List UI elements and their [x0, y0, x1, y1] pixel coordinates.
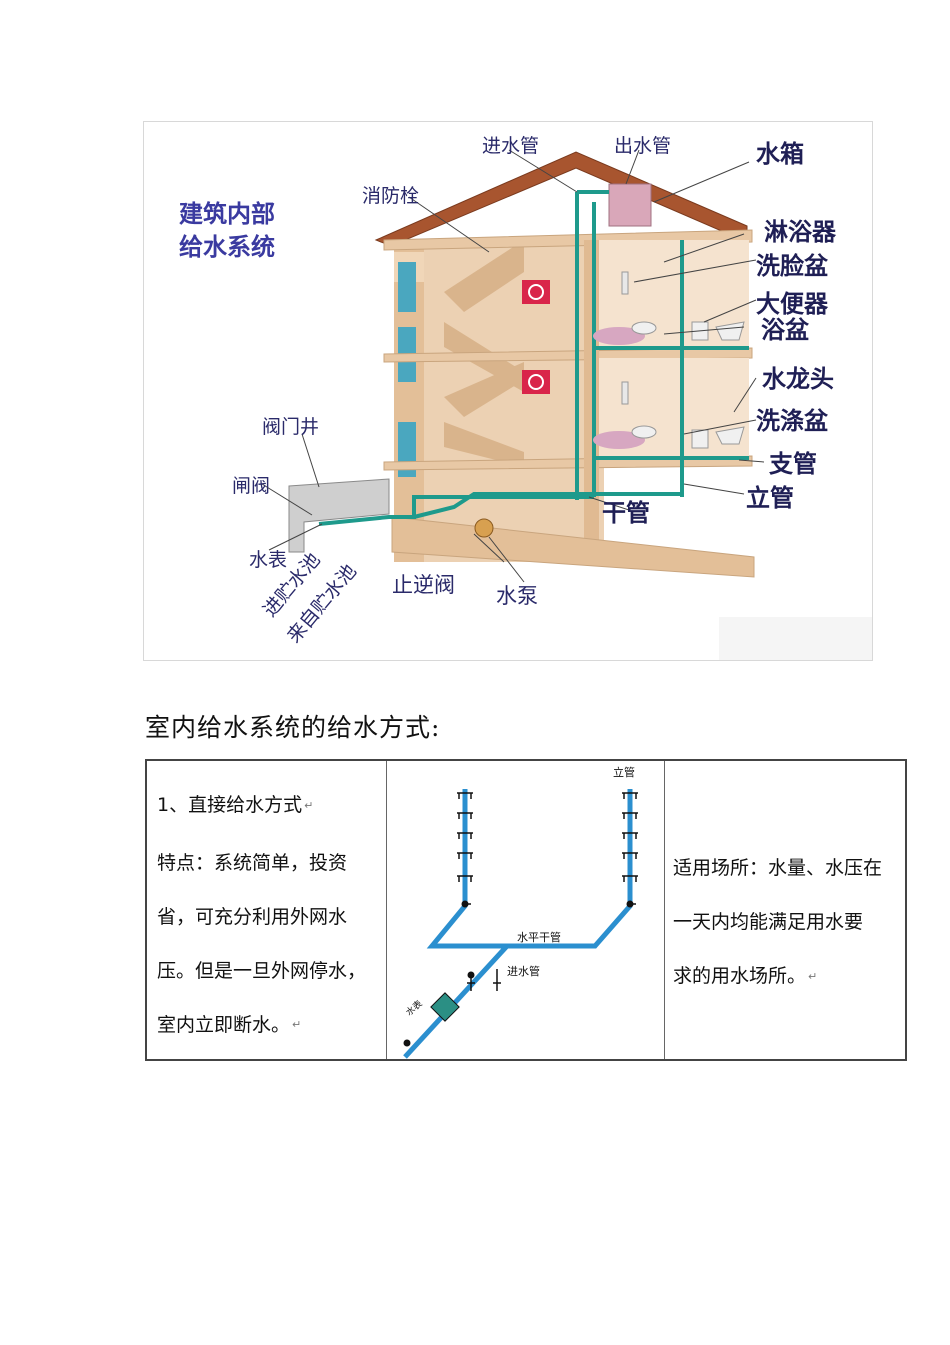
figure-title-line1: 建筑内部: [179, 199, 275, 228]
feature-line-2: 省，可充分利用外网水: [157, 905, 348, 928]
valve-dot: [467, 971, 475, 979]
label-inlet-pipe: 进水管: [482, 135, 539, 157]
label-branch-pipe: 支管: [769, 449, 817, 478]
label-hydrant: 消防栓: [362, 185, 419, 207]
label-sink: 洗涤盆: [756, 406, 829, 435]
inlet-pipe-label: 进水管: [507, 964, 540, 978]
shower-head: [621, 271, 629, 295]
bathtub: [593, 327, 645, 345]
label-water-meter: 水表: [249, 549, 287, 571]
label-riser: 立管: [746, 483, 794, 512]
label-washbasin: 洗脸盆: [756, 251, 829, 280]
application-cell: 适用场所：水量、水压在 一天内均能满足用水要 求的用水场所。↵: [665, 761, 905, 1059]
schematic-pipes: [403, 789, 633, 1059]
leader-lines: [261, 149, 765, 583]
application-line-3: 求的用水场所。↵: [673, 965, 818, 987]
method-description-cell: 1、直接给水方式↵ 特点：系统简单，投资 省，可充分利用外网水 压。但是一旦外网…: [147, 761, 387, 1059]
section-heading: 室内给水系统的给水方式:: [145, 713, 441, 742]
label-toilet: 大便器: [756, 289, 829, 318]
valve-dot: [626, 900, 634, 908]
meter-label: 水表: [403, 998, 425, 1019]
hydrant: [522, 280, 550, 304]
water-supply-illustration: 建筑内部 给水系统 进水管 出水管 水箱 消防栓 淋浴器 洗脸盆 大便器 浴盆 …: [143, 121, 873, 661]
label-check-valve: 止逆阀: [392, 573, 455, 597]
feature-line-3: 压。但是一旦外网停水，: [157, 959, 367, 982]
washbasin: [631, 321, 657, 335]
pump: [474, 518, 494, 538]
label-shower: 淋浴器: [764, 217, 837, 246]
supply-method-table: 1、直接给水方式↵ 特点：系统简单，投资 省，可充分利用外网水 压。但是一旦外网…: [145, 759, 907, 1061]
fixture-taps: [457, 792, 638, 991]
horizontal-main-label: 水平干管: [517, 930, 561, 944]
schematic-cell: 立管 水平干管 进水管 水表: [387, 761, 665, 1059]
valve-well: [288, 478, 390, 553]
application-line-2: 一天内均能满足用水要: [673, 911, 864, 933]
application-line-1: 适用场所：水量、水压在: [673, 857, 883, 879]
label-main-pipe: 干管: [602, 498, 650, 527]
direct-supply-schematic: 立管 水平干管 进水管 水表: [403, 765, 638, 1059]
label-pump: 水泵: [496, 584, 538, 608]
hydrant: [522, 370, 550, 394]
feature-line-1: 特点：系统简单，投资: [157, 851, 348, 874]
label-valve-well: 阀门井: [262, 416, 319, 438]
water-tank: [608, 183, 652, 227]
water-meter-symbol: [430, 992, 460, 1022]
label-faucet: 水龙头: [762, 364, 834, 393]
riser-label: 立管: [613, 765, 635, 779]
staircase: [444, 240, 524, 312]
label-bathtub: 浴盆: [761, 315, 810, 344]
label-gate-valve: 闸阀: [232, 475, 270, 497]
label-water-tank: 水箱: [756, 139, 804, 168]
method-title: 1、直接给水方式↵: [157, 794, 314, 816]
label-outlet-pipe: 出水管: [614, 135, 671, 157]
floor-slab: [383, 229, 753, 251]
pipes: [318, 190, 749, 526]
figure-title-line2: 给水系统: [179, 232, 275, 261]
valve-dot: [403, 1039, 411, 1047]
valve-dot: [461, 900, 469, 908]
feature-line-4: 室内立即断水。↵: [157, 1013, 302, 1036]
window: [398, 262, 416, 312]
